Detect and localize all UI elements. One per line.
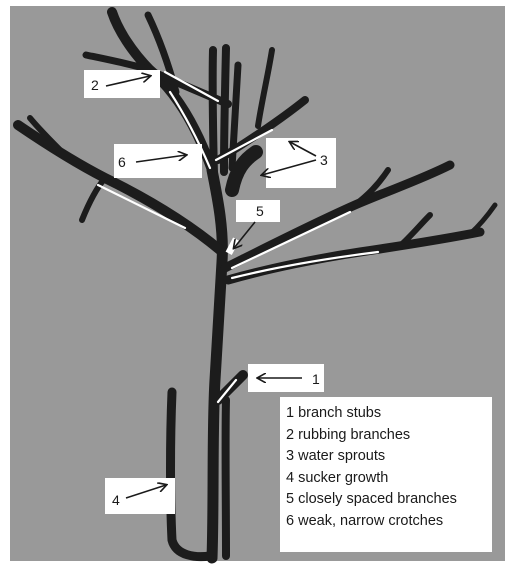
defect-highlights: [96, 70, 380, 404]
highlight-crotch-right: [214, 128, 274, 162]
water-sprout-3: [228, 61, 242, 172]
left-twig: [79, 175, 108, 223]
callout-4: 4: [105, 478, 175, 514]
legend-item-2: 2 rubbing branches: [286, 426, 411, 443]
highlight-rubbing: [163, 70, 220, 103]
callout-6-number: 6: [118, 154, 126, 170]
water-sprout-1: [208, 46, 218, 179]
callout-5-arrow: [234, 221, 256, 248]
main-trunk: [206, 164, 228, 564]
callout-4-arrow: [125, 485, 166, 499]
legend-item-6: 6 weak, narrow crotches: [286, 512, 444, 529]
sprout-cluster: [225, 145, 263, 197]
callout-6-arrow: [135, 155, 186, 163]
callout-3-arrow-left: [262, 159, 317, 175]
highlight-stub: [216, 378, 238, 404]
callout-3-arrow-up: [290, 142, 317, 157]
right-branch-upper-twig: [352, 167, 391, 208]
callout-3: 3: [262, 138, 336, 188]
callout-2-number: 2: [91, 77, 99, 93]
sucker-stem: [166, 387, 215, 562]
legend-item-1: 1 branch stubs: [286, 405, 382, 421]
callout-3-number: 3: [320, 152, 328, 168]
right-branch-lower-end: [467, 202, 498, 237]
legend-box: 1 branch stubs 2 rubbing branches 3 wate…: [280, 397, 492, 552]
callout-1: 1: [248, 364, 324, 392]
upper-left-twig: [82, 51, 154, 74]
callout-5-number: 5: [256, 203, 264, 219]
highlight-close-lower: [230, 250, 380, 280]
callout-2-arrow: [105, 76, 150, 87]
callout-1-number: 1: [312, 371, 320, 387]
upper-right-fork: [255, 47, 275, 129]
legend-item-5: 5 closely spaced branches: [286, 491, 457, 507]
right-branch-lower-twig: [397, 212, 433, 249]
highlight-left-branch: [96, 183, 187, 230]
callout-2: 2: [84, 70, 160, 98]
legend-item-4: 4 sucker growth: [286, 469, 389, 486]
legend-item-3: 3 water sprouts: [286, 448, 386, 464]
callout-5: 5: [234, 200, 280, 248]
callout-6: 6: [114, 144, 202, 178]
left-upper-twig: [27, 115, 63, 153]
highlight-close-upper: [230, 210, 352, 270]
highlight-crotch-left: [168, 90, 212, 170]
callout-4-number: 4: [112, 492, 120, 508]
